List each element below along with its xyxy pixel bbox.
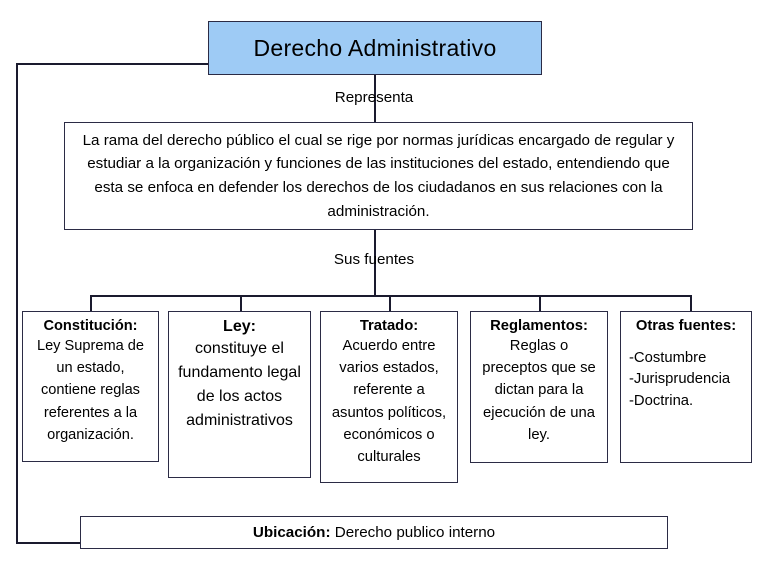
title-text: Derecho Administrativo — [253, 34, 497, 61]
connector-title-to-location-bottom — [16, 542, 81, 544]
source-heading: Otras fuentes: — [635, 318, 737, 334]
edge-label-sus-fuentes-text: Sus fuentes — [333, 251, 415, 268]
list-item: -Costumbre — [629, 350, 707, 366]
description-text: La rama del derecho público el cual se r… — [82, 131, 675, 220]
source-body: Ley Suprema de un estado, contiene regla… — [36, 338, 145, 443]
source-heading: Reglamentos: — [490, 318, 588, 334]
node-ubicacion[interactable]: Ubicación: Derecho publico interno — [80, 516, 668, 549]
source-heading: Tratado: — [359, 318, 419, 334]
connector-drop-source-2 — [240, 295, 242, 312]
node-source-tratado[interactable]: Tratado: Acuerdo entre varios estados, r… — [320, 311, 458, 483]
edge-label-representa-text: Representa — [334, 89, 414, 106]
node-source-constitucion[interactable]: Constitución: Ley Suprema de un estado, … — [22, 311, 159, 462]
source-body: Acuerdo entre varios estados, referente … — [331, 338, 447, 465]
list-item: -Doctrina. — [629, 392, 694, 409]
node-title[interactable]: Derecho Administrativo — [208, 21, 542, 75]
ubicacion-label: Ubicación: — [252, 524, 331, 541]
edge-label-representa: Representa — [317, 89, 431, 106]
node-description[interactable]: La rama del derecho público el cual se r… — [64, 122, 693, 230]
source-list: -Costumbre -Jurisprudencia -Doctrina. — [626, 348, 746, 412]
node-source-ley[interactable]: Ley: constituye el fundamento legal de l… — [168, 311, 311, 478]
connector-title-to-location-vertical — [16, 63, 18, 543]
connector-drop-source-4 — [539, 295, 541, 312]
source-heading: Ley: — [223, 318, 256, 335]
connector-title-to-description — [374, 75, 376, 122]
connector-drop-source-5 — [690, 295, 692, 312]
source-heading: Constitución: — [43, 318, 138, 334]
ubicacion-text: Ubicación: Derecho publico interno — [253, 524, 495, 541]
list-item: -Jurisprudencia — [629, 371, 731, 388]
connector-title-to-location-top — [16, 63, 209, 65]
node-source-reglamentos[interactable]: Reglamentos: Reglas o preceptos que se d… — [470, 311, 608, 463]
edge-label-sus-fuentes: Sus fuentes — [318, 251, 430, 268]
node-source-otras-fuentes[interactable]: Otras fuentes: -Costumbre -Jurisprudenci… — [620, 311, 752, 463]
source-body: constituye el fundamento legal de los ac… — [178, 340, 301, 429]
source-body: Reglas o preceptos que se dictan para la… — [482, 338, 596, 443]
connector-drop-source-1 — [90, 295, 92, 312]
connector-description-to-sources — [374, 230, 376, 296]
ubicacion-value: Derecho publico interno — [330, 524, 496, 541]
connector-drop-source-3 — [389, 295, 391, 312]
